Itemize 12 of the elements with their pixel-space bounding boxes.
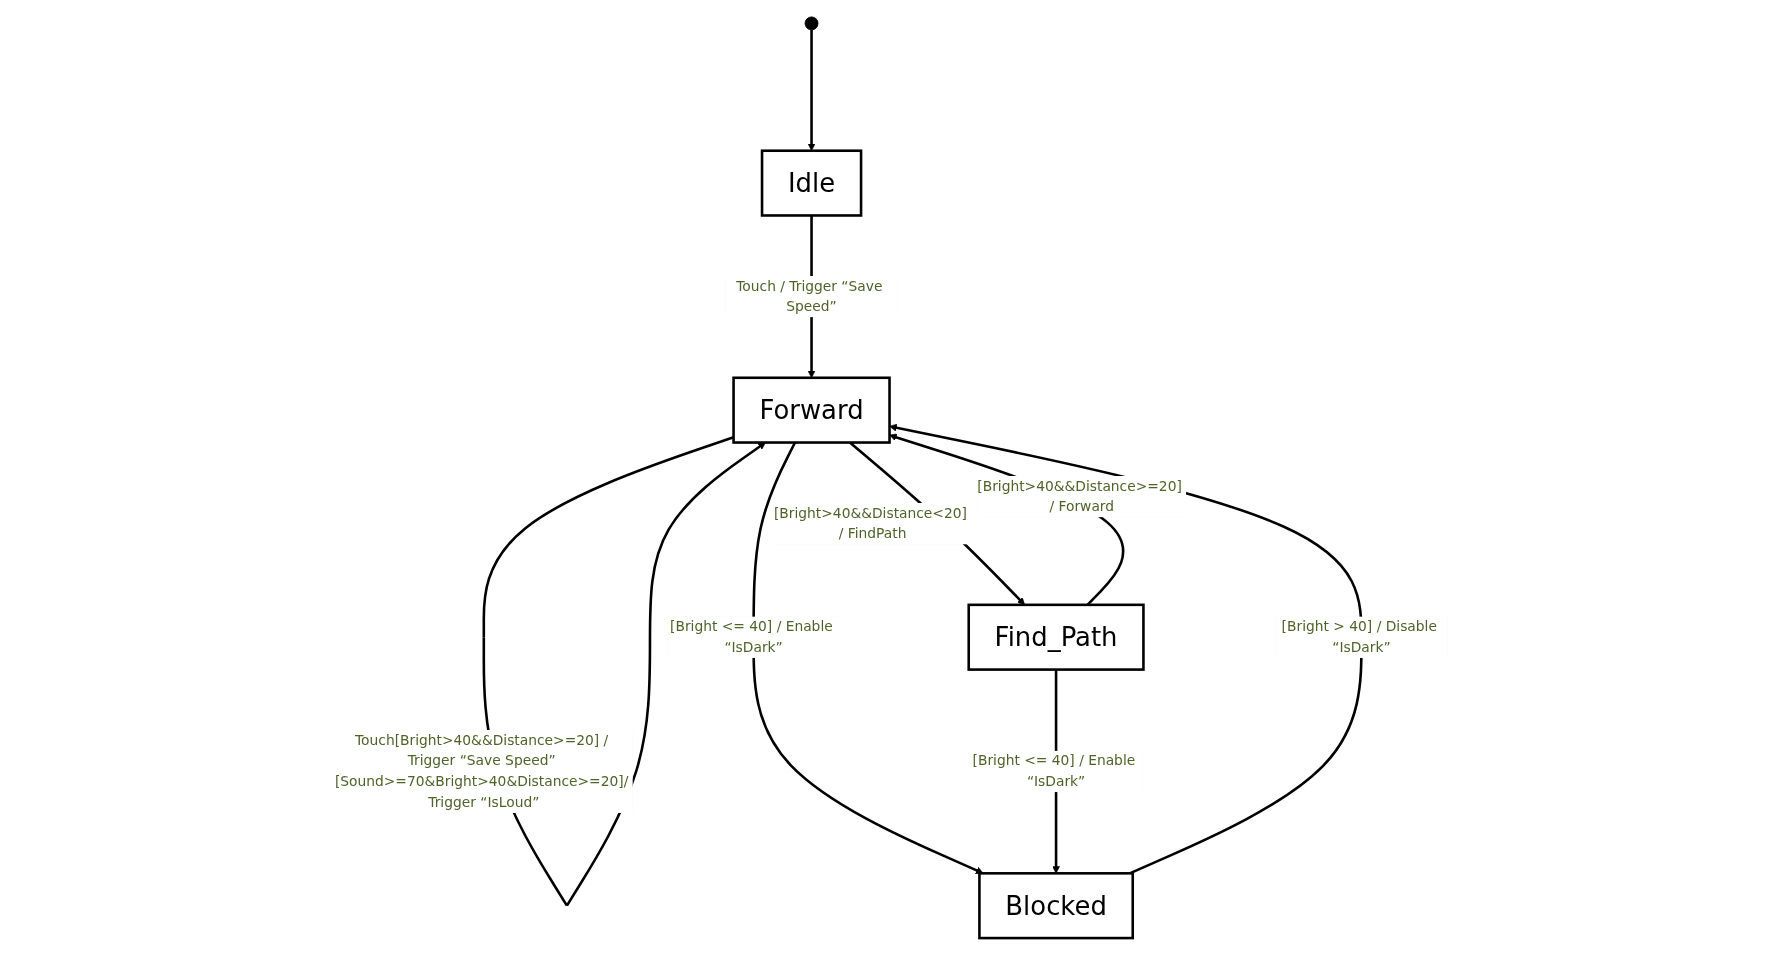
edge-label: [Bright <= 40] / Enable “IsDark”	[972, 752, 1136, 790]
node-box: Idle	[760, 149, 863, 217]
node-circle	[804, 16, 819, 31]
edge-label: Touch[Bright>40&&Distance>=20] / Trigger “Save Speed” [Sound>=70&Bright>40&Distance>=20]/ Trigger “IsLoud”	[335, 731, 629, 811]
edge-label: Touch / Trigger “Save Speed”	[736, 277, 883, 315]
node-box: Find_Path	[967, 603, 1145, 671]
node-box: Blocked	[978, 872, 1135, 940]
edge-label: [Bright <= 40] / Enable “IsDark”	[670, 618, 833, 656]
edge-label: [Bright>40&&Distance<20] / FindPath	[774, 504, 968, 542]
node-box: Forward	[732, 376, 891, 444]
edge-label: [Bright>40&&Distance>=20] / Forward	[977, 477, 1182, 515]
edge-label: [Bright > 40] / Disable “IsDark”	[1281, 618, 1438, 656]
